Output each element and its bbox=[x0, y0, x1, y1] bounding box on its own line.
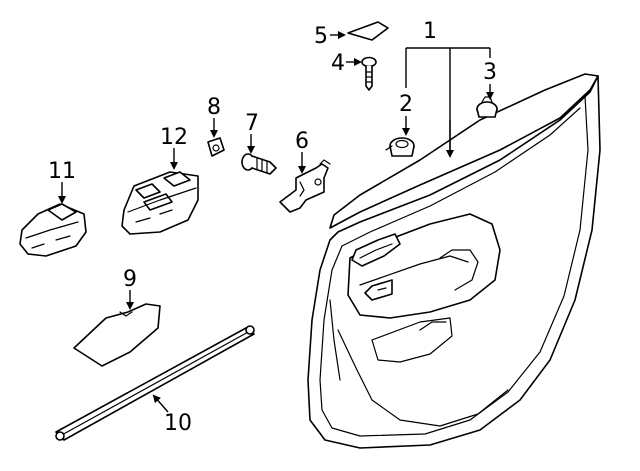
callout-4: 4 bbox=[331, 51, 345, 76]
callout-3: 3 bbox=[483, 60, 497, 85]
mounting-bracket bbox=[279, 159, 331, 213]
leader-lines bbox=[58, 31, 494, 413]
callout-10: 10 bbox=[164, 411, 192, 436]
callout-9: 9 bbox=[123, 267, 137, 292]
retainer-clip-large bbox=[385, 137, 415, 157]
door-trim-panel bbox=[307, 73, 601, 449]
callout-7: 7 bbox=[245, 111, 259, 136]
clip-nut bbox=[207, 137, 225, 157]
retainer-clip-small bbox=[476, 96, 498, 118]
passenger-window-switch bbox=[19, 203, 87, 257]
callout-5: 5 bbox=[314, 24, 328, 49]
callout-labels: 1 2 3 4 5 6 7 8 9 10 11 12 bbox=[48, 19, 497, 436]
callout-11: 11 bbox=[48, 159, 76, 184]
belt-weatherstrip bbox=[55, 325, 255, 441]
insulator-pad bbox=[347, 21, 389, 41]
master-window-switch bbox=[121, 171, 199, 235]
callout-2: 2 bbox=[399, 92, 413, 117]
callout-12: 12 bbox=[160, 125, 188, 150]
tapping-screw bbox=[241, 153, 277, 175]
callout-8: 8 bbox=[207, 95, 221, 120]
trim-cover bbox=[73, 303, 161, 367]
callout-6: 6 bbox=[295, 129, 309, 154]
callout-1: 1 bbox=[423, 19, 437, 44]
push-pin bbox=[361, 56, 377, 91]
